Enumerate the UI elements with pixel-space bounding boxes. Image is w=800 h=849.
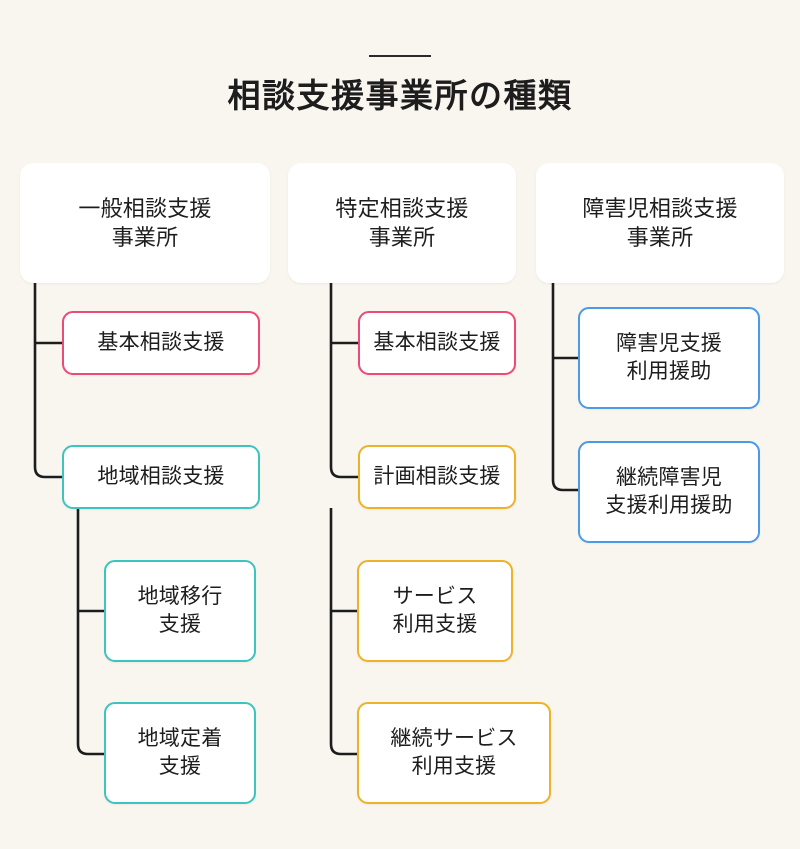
column-3-child-1-label: 障害児支援 利用援助 (616, 331, 722, 383)
column-1-header-card[interactable]: 一般相談支援 事業所 (20, 163, 270, 283)
wire-col1-sub-trunk (76, 508, 104, 756)
column-2-child-1-label: 基本相談支援 (373, 330, 501, 354)
wire-col3-trunk (551, 283, 578, 492)
column-3-header-label: 障害児相談支援 事業所 (582, 195, 738, 250)
column-3-child-2-card[interactable]: 継続障害児 支援利用援助 (578, 441, 760, 543)
column-2-grandchild-2-label: 継続サービス 利用支援 (390, 726, 518, 778)
column-2-grandchild-2-card[interactable]: 継続サービス 利用支援 (357, 702, 551, 804)
column-1-grandchild-2-label: 地域定着 支援 (137, 726, 223, 778)
column-1-header-label: 一般相談支援 事業所 (78, 195, 212, 250)
column-2-child-1-card[interactable]: 基本相談支援 (358, 311, 516, 375)
column-1-child-2-card[interactable]: 地域相談支援 (62, 445, 260, 509)
wire-col2-trunk (329, 283, 358, 479)
column-1-grandchild-1-card[interactable]: 地域移行 支援 (104, 560, 256, 662)
column-3-child-1-card[interactable]: 障害児支援 利用援助 (578, 307, 760, 409)
column-1-grandchild-1-label: 地域移行 支援 (137, 584, 223, 636)
column-2-child-2-card[interactable]: 計画相談支援 (358, 445, 516, 509)
column-2-header-card[interactable]: 特定相談支援 事業所 (288, 163, 516, 283)
column-2-child-2-label: 計画相談支援 (373, 464, 501, 488)
column-3-child-2-label: 継続障害児 支援利用援助 (605, 465, 733, 517)
column-2-grandchild-1-card[interactable]: サービス 利用支援 (357, 560, 513, 662)
wire-col1-trunk (33, 283, 62, 479)
title-divider-rule (369, 55, 431, 57)
wire-col2-sub-trunk (329, 508, 357, 756)
page-title: 相談支援事業所の種類 (227, 77, 573, 114)
column-2-header-label: 特定相談支援 事業所 (335, 195, 469, 250)
column-2-grandchild-1-label: サービス 利用支援 (392, 584, 478, 636)
column-3-header-card[interactable]: 障害児相談支援 事業所 (536, 163, 784, 283)
column-1-grandchild-2-card[interactable]: 地域定着 支援 (104, 702, 256, 804)
column-1-child-1-label: 基本相談支援 (97, 330, 225, 354)
column-1-child-1-card[interactable]: 基本相談支援 (62, 311, 260, 375)
column-1-child-2-label: 地域相談支援 (97, 464, 225, 488)
